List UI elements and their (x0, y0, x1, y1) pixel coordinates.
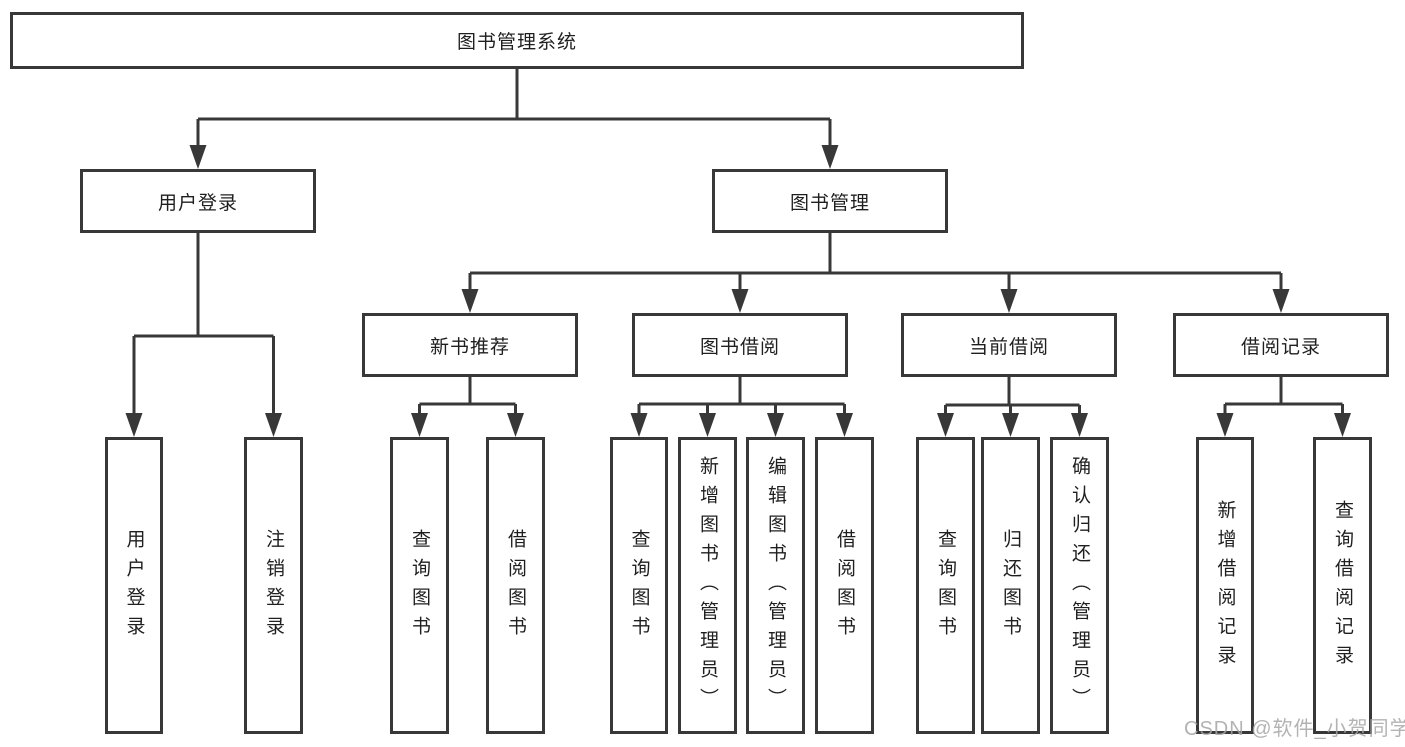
node-current-borrowing: 当前借阅 (901, 313, 1117, 377)
leaf-cb-confirm-return-admin: 确认归还（管理员） (1050, 437, 1109, 734)
leaf-br-add-record: 新增借阅记录 (1196, 437, 1254, 734)
leaf-logout-login: 注销登录 (244, 437, 303, 734)
leaf-nb-query-books: 查询图书 (390, 437, 449, 734)
node-borrowing-records: 借阅记录 (1173, 313, 1389, 377)
node-book-management: 图书管理 (712, 169, 948, 233)
leaf-bb-add-books-admin: 新增图书（管理员） (678, 437, 737, 734)
leaf-bb-borrow-books: 借阅图书 (815, 437, 874, 734)
leaf-user-login: 用户登录 (105, 437, 163, 734)
node-book-borrowing: 图书借阅 (632, 313, 848, 377)
leaf-cb-query-books: 查询图书 (916, 437, 975, 734)
leaf-cb-return-books: 归还图书 (981, 437, 1040, 734)
node-user-login: 用户登录 (80, 169, 316, 233)
node-new-book-recommendation: 新书推荐 (362, 313, 578, 377)
leaf-nb-borrow-books: 借阅图书 (486, 437, 545, 734)
node-library-management-system: 图书管理系统 (10, 12, 1024, 69)
leaf-br-query-record: 查询借阅记录 (1313, 437, 1372, 734)
leaf-bb-query-books: 查询图书 (610, 437, 668, 734)
watermark-text: CSDN @软件_小贺同学 (1184, 718, 1405, 740)
leaf-bb-edit-books-admin: 编辑图书（管理员） (746, 437, 805, 734)
